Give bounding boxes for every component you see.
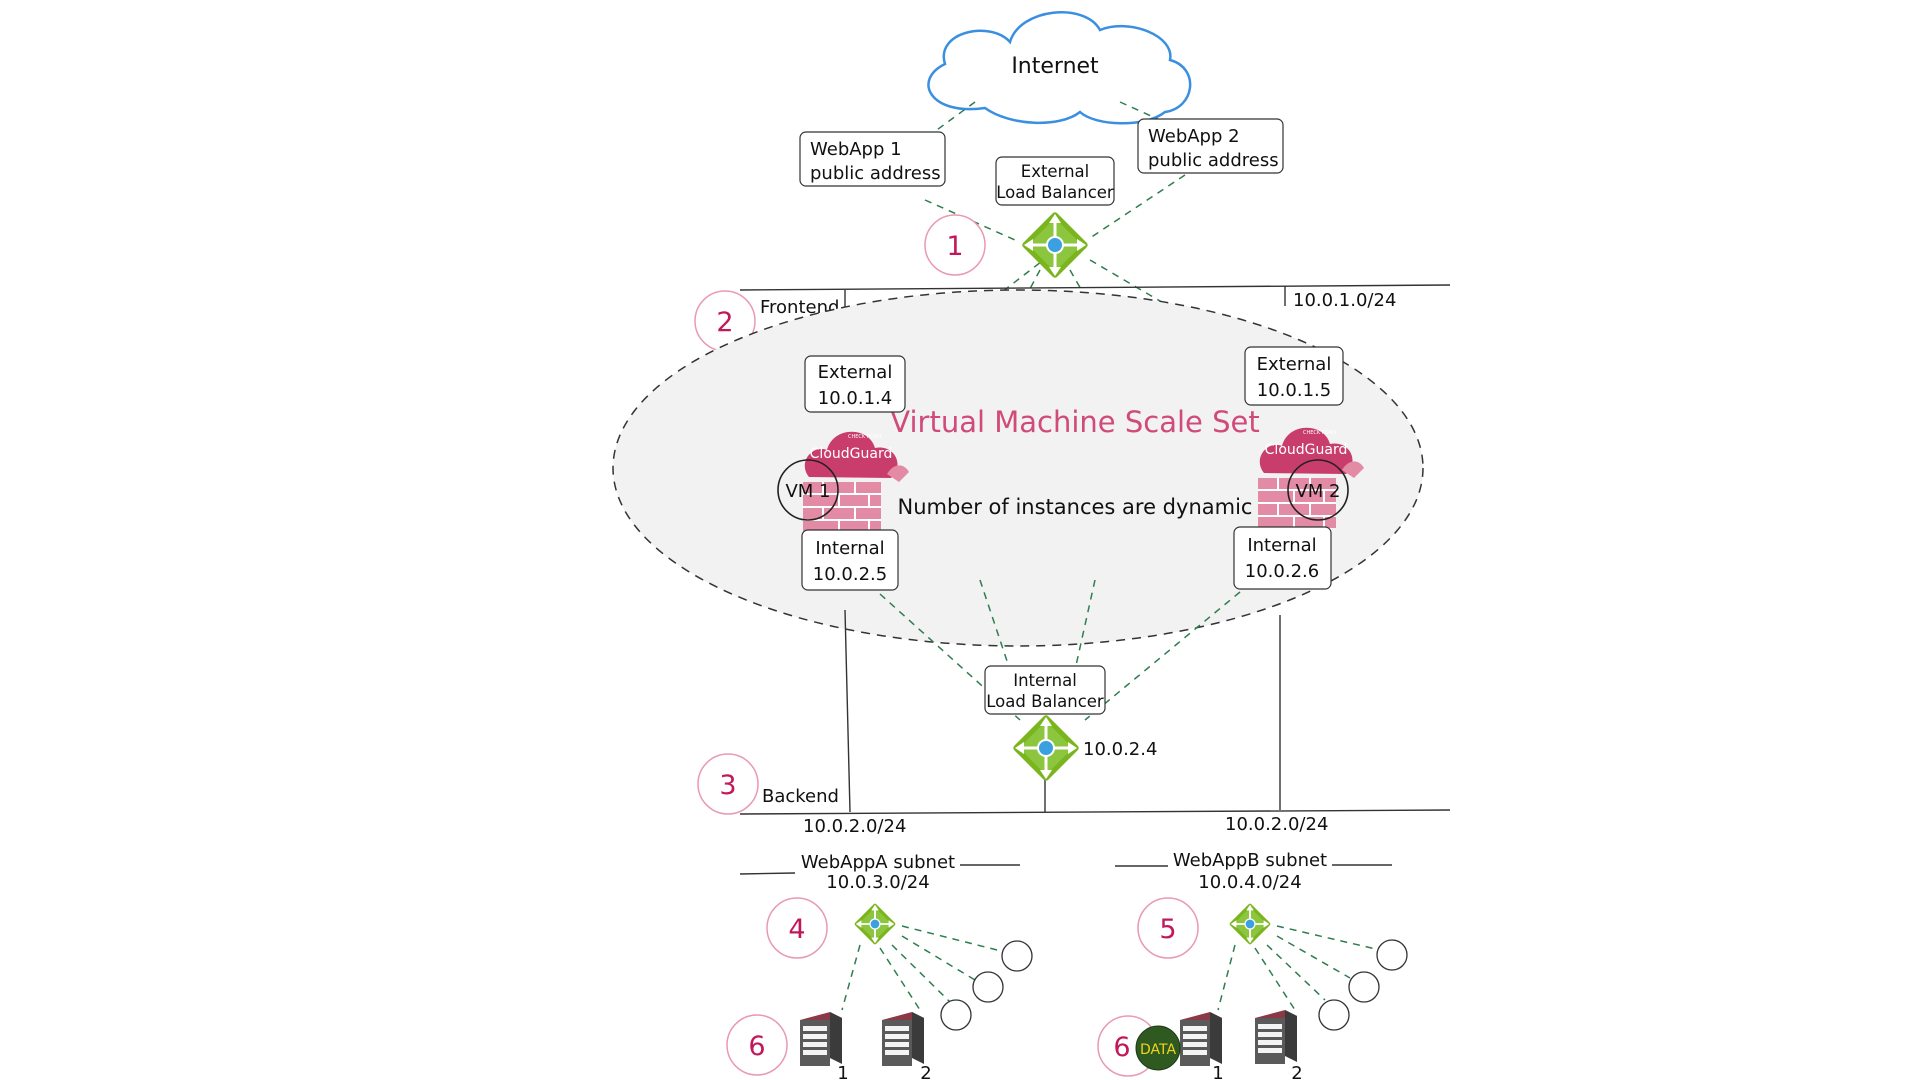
external-lb-line1: External [1021,162,1089,181]
step-badge-1: 1 [924,214,986,276]
webapp1-line2: public address [810,163,941,184]
internal-lb-line2: Load Balancer [986,692,1104,711]
webappB-server-1-label: 1 [1212,1063,1223,1080]
frontend-subnet: Frontend 10.0.1.0/24 [739,284,1451,325]
webappB-title: WebAppB subnet [1173,850,1327,871]
step-badge-3: 3 [697,753,759,815]
data-badge-label: DATA [1140,1042,1176,1058]
vm2-external-nic-box: External 10.0.1.5 [1244,346,1344,406]
webappA-server-2-icon [882,1012,924,1066]
webappB-links [1217,925,1381,1011]
vm1-external-line1: External [818,362,893,383]
webappB-subnet: WebAppB subnet 10.0.4.0/24 [1115,850,1392,893]
vmss-title: Virtual Machine Scale Set [890,405,1259,439]
vm2-external-line1: External [1257,354,1332,375]
internet-cloud: Internet [927,11,1192,125]
webappA-title: WebAppA subnet [801,852,955,873]
webappA-subnet: WebAppA subnet 10.0.3.0/24 [739,852,1020,893]
webappA-links [841,925,1006,1011]
webappA-server-1-icon [800,1012,842,1066]
step-badge-4: 4 [766,897,828,959]
webapp2-public-address-box: WebApp 2 public address [1137,118,1284,174]
vm2-label-circle: VM 2 [1287,459,1349,521]
external-load-balancer-icon [1019,209,1091,281]
webappB-instance-circle [1348,971,1380,1003]
frontend-label: Frontend [760,297,839,318]
internal-load-balancer-box: Internal Load Balancer [984,665,1106,715]
vm2-internal-line2: 10.0.2.6 [1245,561,1319,582]
webappA-instance-circle [1001,940,1033,972]
webappB-instance-circle [1376,939,1408,971]
internal-lb-ip: 10.0.2.4 [1083,739,1157,760]
backend-label: Backend [762,786,839,807]
vmss-subtitle: Number of instances are dynamic [898,495,1253,519]
vm2-internal-nic-box: Internal 10.0.2.6 [1233,526,1332,590]
svg-text:1: 1 [946,231,963,262]
svg-text:5: 5 [1159,914,1176,945]
webappA-server-2-label: 2 [920,1063,931,1080]
svg-text:6: 6 [1113,1032,1130,1063]
vm1-internal-nic-box: Internal 10.0.2.5 [801,529,899,591]
webapp2-line2: public address [1148,150,1279,171]
vm2-external-line2: 10.0.1.5 [1257,380,1331,401]
step-badge-6a: 6 [726,1014,788,1076]
vm2-cloudguard-brand-small: CHECK POINT [1303,430,1338,436]
vm1-internal-line2: 10.0.2.5 [813,564,887,585]
internet-label: Internet [1011,54,1099,79]
webappB-server-2-icon [1255,1010,1297,1064]
backend-vertical-lines [844,609,1281,813]
vm2-label: VM 2 [1295,481,1340,502]
webapp2-line1: WebApp 2 [1148,126,1240,147]
internal-lb-line1: Internal [1013,671,1077,690]
webappA-cidr: 10.0.3.0/24 [826,872,929,893]
webappB-server-1-icon [1180,1012,1222,1066]
vm1-external-line2: 10.0.1.4 [818,388,892,409]
vm2-internal-line1: Internal [1247,535,1316,556]
vm1-label-circle: VM 1 [777,459,839,521]
data-badge: DATA [1135,1025,1181,1071]
webappB-server-2-label: 2 [1291,1063,1302,1080]
webapp1-public-address-box: WebApp 1 public address [799,131,946,187]
webappA-instance-circle [940,999,972,1031]
backend-cidr-left: 10.0.2.0/24 [803,816,906,837]
backend-subnet: Backend 10.0.2.0/24 10.0.2.0/24 [739,786,1451,837]
vm1-internal-line1: Internal [815,538,884,559]
external-load-balancer-box: External Load Balancer [995,156,1115,206]
internal-load-balancer-icon [1010,712,1082,784]
svg-text:4: 4 [788,914,805,945]
vm1-cloudguard-firewall-icon: CHECK POINT CloudGuard [803,431,909,532]
webappB-instance-circle [1318,999,1350,1031]
vm1-label: VM 1 [785,481,830,502]
webappB-load-balancer-icon [1228,902,1272,946]
webappA-load-balancer-icon [853,902,897,946]
vm2-cloudguard-brand: CloudGuard [1265,442,1348,458]
svg-text:2: 2 [716,307,733,338]
webappB-cidr: 10.0.4.0/24 [1198,872,1301,893]
external-lb-line2: Load Balancer [996,183,1114,202]
step-badge-5: 5 [1137,897,1199,959]
backend-cidr-right: 10.0.2.0/24 [1225,814,1328,835]
webapp1-line1: WebApp 1 [810,139,902,160]
cloud-icon [927,11,1192,125]
vm1-external-nic-box: External 10.0.1.4 [804,355,906,413]
svg-text:6: 6 [748,1031,765,1062]
vm1-cloudguard-brand: CloudGuard [810,446,893,462]
vm1-cloudguard-brand-small: CHECK POINT [848,434,883,440]
webappA-instance-circle [972,971,1004,1003]
svg-text:3: 3 [719,770,736,801]
frontend-cidr: 10.0.1.0/24 [1293,290,1396,311]
webappA-server-1-label: 1 [837,1063,848,1080]
